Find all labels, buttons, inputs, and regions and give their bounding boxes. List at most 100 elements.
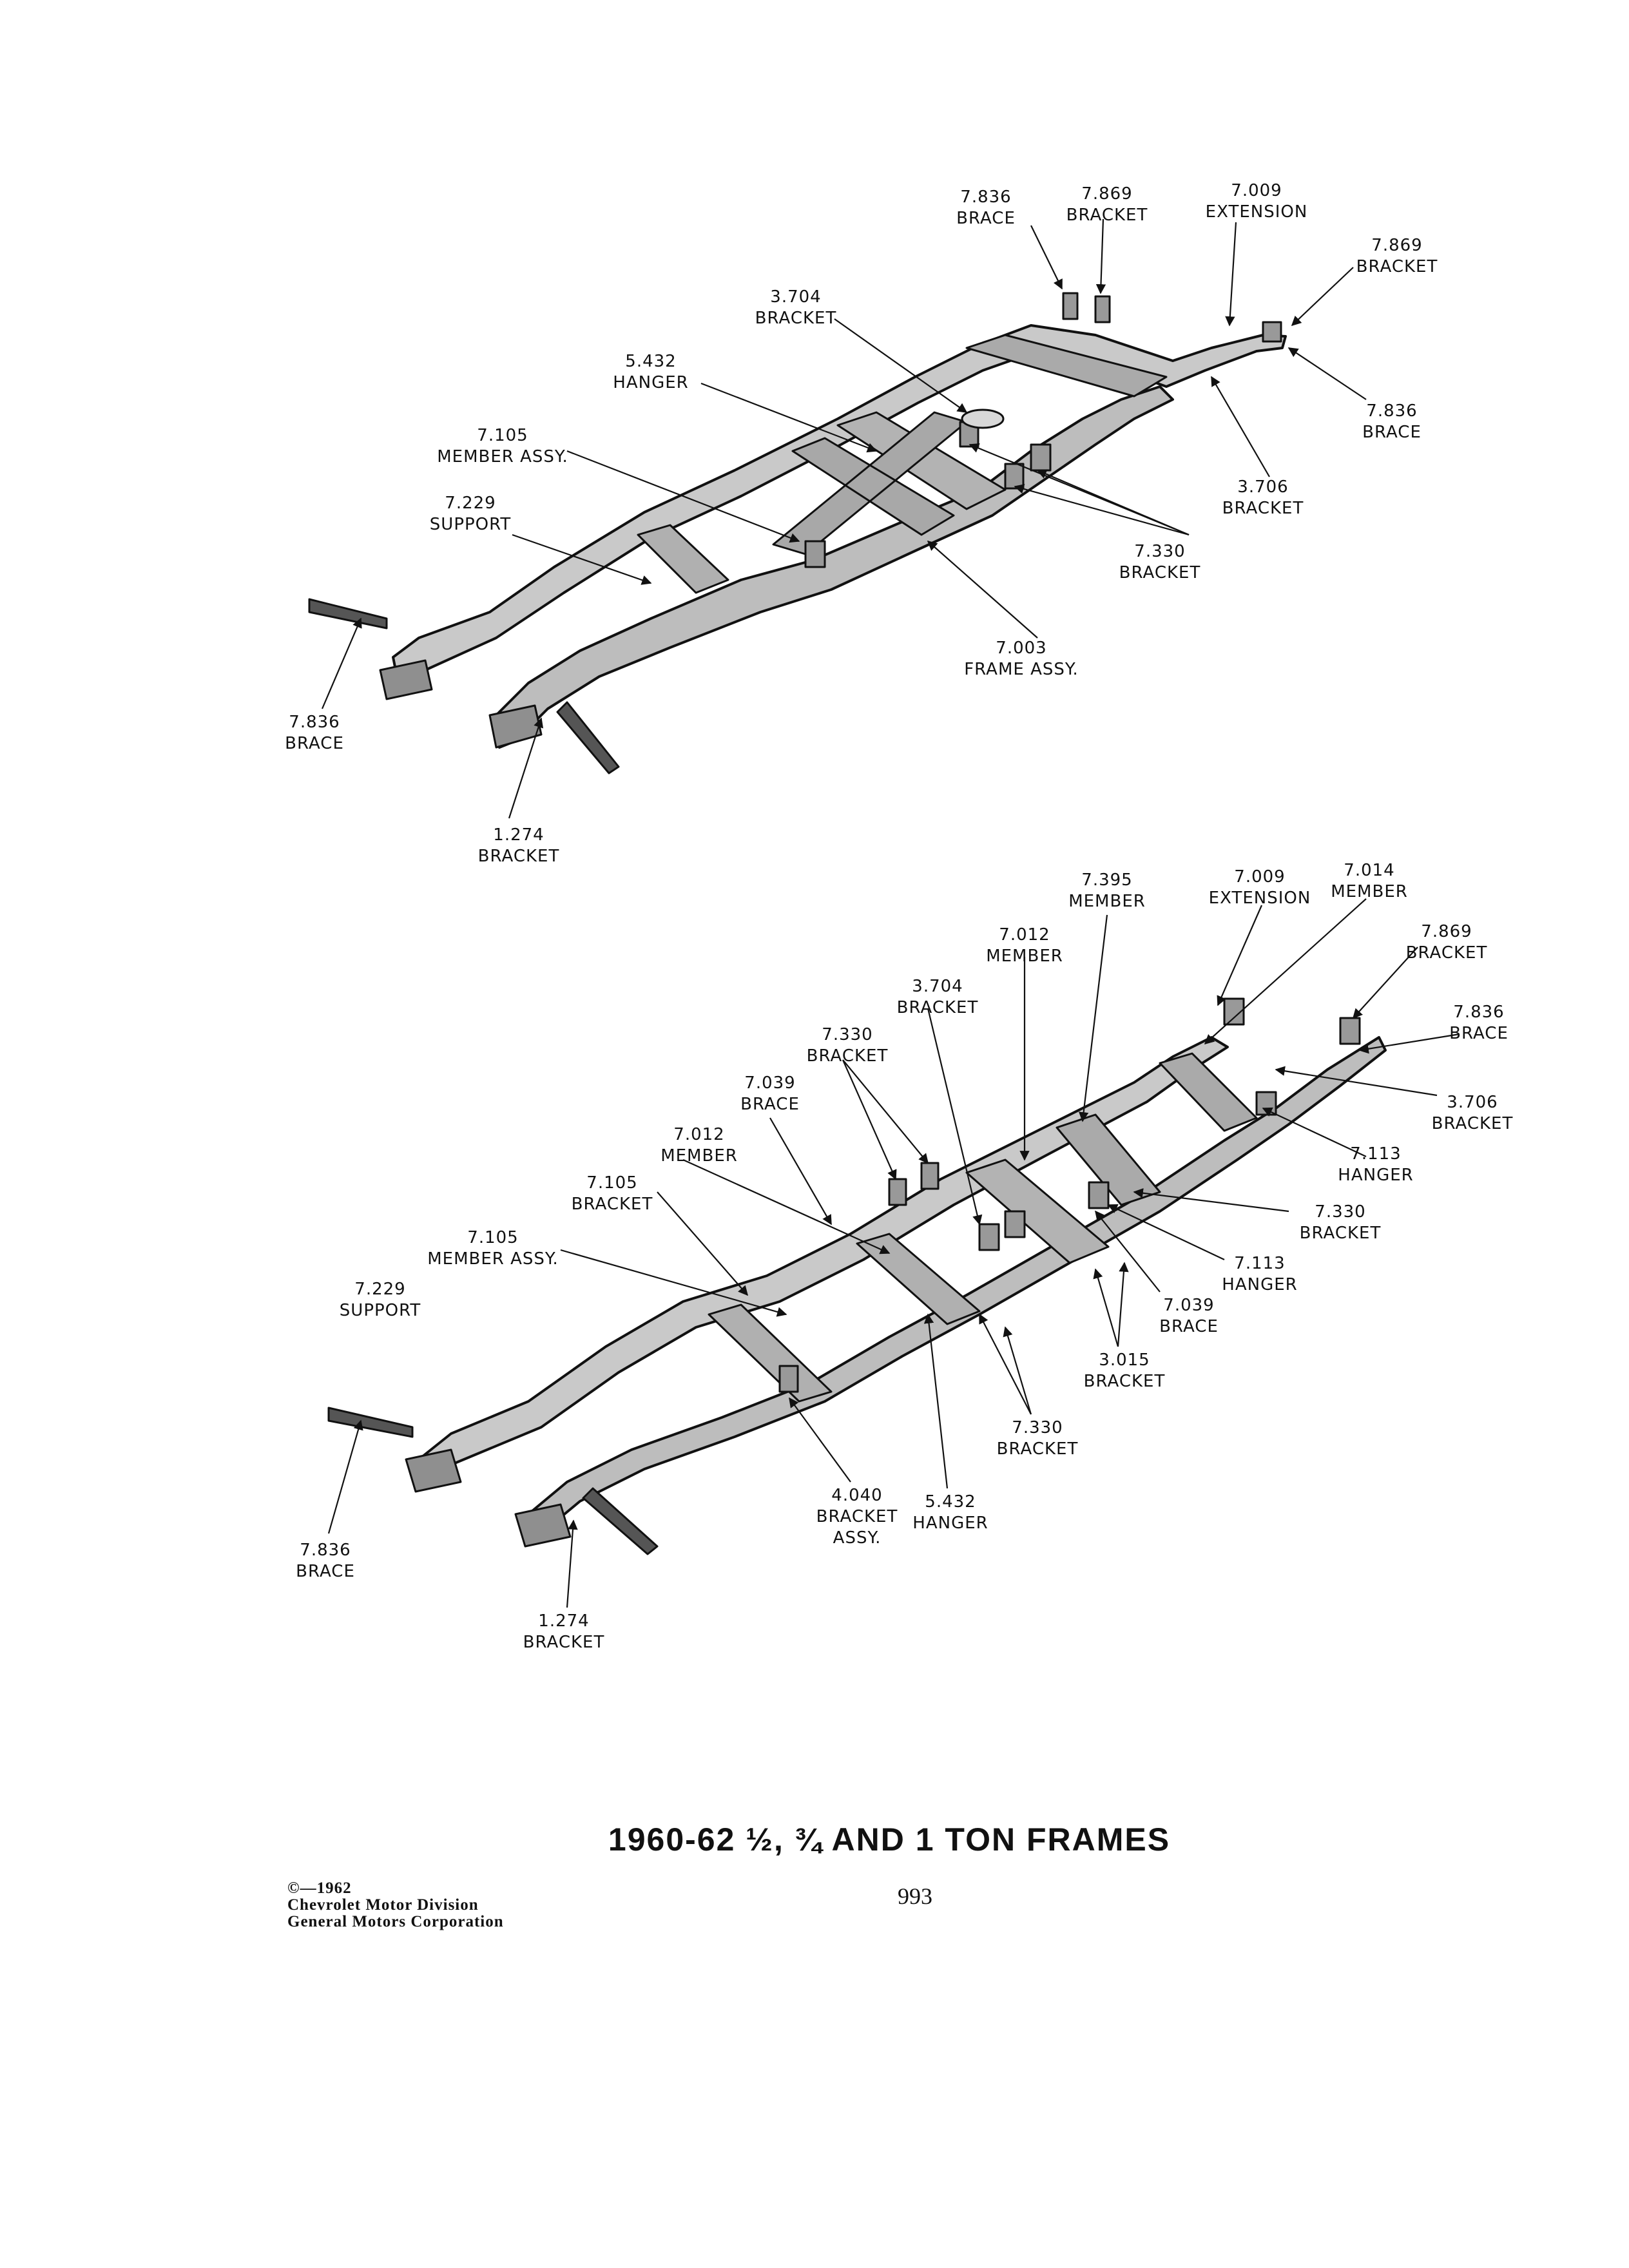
frame-2-right-brace [582,1487,659,1555]
part-name: BRACE [740,1095,800,1114]
callout-fig2-bracket-7869: 7.869 BRACKET [1406,921,1488,964]
part-number: 7.105 [467,1228,519,1247]
callout-fig2-hanger-7113: 7.113 HANGER [1222,1253,1297,1296]
part-name: BRACE [956,209,1016,228]
part-number: 7.003 [996,639,1047,658]
frame-1-cross-member-front [637,524,729,594]
callout-fig1-frame-assy-7003: 7.003 FRAME ASSY. [964,638,1079,680]
part-name-line2: ASSY. [833,1528,882,1548]
callout-fig2-bracket-7330-right: 7.330 BRACKET [1300,1202,1382,1244]
callout-fig2-member-7012-top: 7.012 MEMBER [986,925,1063,967]
callout-fig2-hanger-5432: 5.432 HANGER [912,1492,988,1534]
copyright-notice: ©—1962 Chevrolet Motor Division General … [287,1880,504,1930]
part-number: 7.869 [1371,236,1423,255]
callout-fig1-bracket-7330: 7.330 BRACKET [1119,541,1201,584]
part-number: 7.330 [1315,1202,1366,1222]
frame-1-front-left-horn [379,659,433,700]
frame-2-cross-member-front [708,1303,833,1403]
part-number: 3.704 [912,977,963,996]
frame-2-left-rail [418,1036,1229,1477]
frame-1-right-brace [556,701,620,774]
frame-2-cross-member-012 [965,1158,1110,1264]
part-number: 7.229 [445,494,496,513]
part-number: 7.105 [586,1173,638,1193]
part-name: MEMBER ASSY. [427,1249,559,1269]
part-name: BRACE [1362,423,1422,442]
frame-1-cross-member-x [772,411,968,555]
part-number: 7.039 [744,1073,796,1093]
callout-fig1-bracket-7869-right: 7.869 BRACKET [1356,235,1438,278]
callout-fig2-member-assy-7105: 7.105 MEMBER ASSY. [427,1227,559,1270]
part-number: 3.704 [770,287,822,307]
part-name: MEMBER [660,1146,738,1166]
callout-fig2-bracket-3706: 3.706 BRACKET [1432,1092,1514,1135]
callout-fig2-bracket-assy-4040: 4.040 BRACKET ASSY. [816,1485,898,1549]
part-name: BRACKET [1405,943,1488,963]
part-number: 7.836 [1453,1003,1505,1022]
part-name: BRACKET [477,847,560,866]
part-number: 3.015 [1099,1350,1150,1370]
part-number: 7.012 [673,1125,725,1144]
page-title: 1960-62 ½, ¾ AND 1 TON FRAMES [608,1821,1171,1858]
part-name: BRACKET [996,1439,1079,1459]
part-number: 7.039 [1163,1296,1215,1315]
callout-fig2-member-7395: 7.395 MEMBER [1068,870,1146,912]
part-name: BRACKET [896,998,979,1017]
part-number: 1.274 [493,825,545,845]
callout-fig1-bracket-1274: 1.274 BRACKET [478,825,560,867]
frame-2-front-left-horn [405,1448,462,1493]
part-name: BRACKET [755,309,837,328]
frame-2-drawing [327,997,1387,1555]
part-number: 7.836 [960,187,1012,207]
frame-2-right-rail [524,1036,1387,1541]
part-name: FRAME ASSY. [964,660,1079,679]
callout-fig1-bracket-3706: 3.706 BRACKET [1222,477,1304,519]
part-number: 7.009 [1231,181,1282,200]
part-name: EXTENSION [1208,889,1311,908]
part-number: 1.274 [538,1611,590,1631]
frame-1-front-right-horn [488,704,543,749]
copyright-year: ©—1962 [287,1879,352,1897]
part-name: BRACKET [1066,206,1148,225]
part-name: EXTENSION [1205,202,1308,222]
part-name: BRACE [1159,1317,1219,1336]
part-name: BRACE [285,734,344,753]
part-number: 7.014 [1344,861,1395,880]
part-number: 3.706 [1237,477,1289,497]
part-name: BRACE [296,1562,355,1581]
frame-1-left-brace [308,598,388,629]
frame-1-leader-lines [321,218,1367,819]
part-name: BRACKET [1083,1372,1166,1391]
part-number: 7.229 [354,1280,406,1299]
part-name: HANGER [1222,1275,1298,1294]
part-name: HANGER [1338,1166,1414,1185]
part-name: BRACKET [1356,257,1438,276]
part-number: 7.395 [1081,870,1133,890]
callout-fig1-support-7229: 7.229 SUPPORT [430,493,511,535]
frame-1-cross-member-rear [965,334,1168,398]
callout-fig1-brace-7836-top: 7.836 BRACE [956,187,1016,229]
copyright-division: Chevrolet Motor Division [287,1896,479,1914]
callout-fig2-hanger-7113-right: 7.113 HANGER [1338,1144,1413,1186]
part-name: BRACKET [806,1046,889,1066]
part-name: BRACKET [523,1633,605,1652]
part-number: 7.836 [1366,401,1418,421]
frame-2-cross-member-mid [856,1233,981,1325]
callout-fig2-brace-7039-top: 7.039 BRACE [740,1073,800,1115]
part-number: 7.869 [1081,184,1133,204]
frame-2-left-brace [327,1407,414,1438]
frame-2-leader-lines [327,898,1460,1608]
part-name: SUPPORT [429,515,512,534]
part-number: 7.330 [1134,542,1186,561]
part-name: MEMBER [1068,892,1146,911]
part-name: HANGER [613,373,689,392]
frame-1-right-rail [495,385,1174,749]
part-number: 7.869 [1421,922,1472,941]
part-name: BRACKET [1119,563,1201,582]
part-name: MEMBER [1331,882,1408,901]
callout-fig1-brace-7836-left: 7.836 BRACE [285,712,344,754]
part-number: 4.040 [831,1486,883,1505]
callout-fig2-member-7014: 7.014 MEMBER [1331,860,1408,903]
copyright-corporation: General Motors Corporation [287,1913,504,1930]
